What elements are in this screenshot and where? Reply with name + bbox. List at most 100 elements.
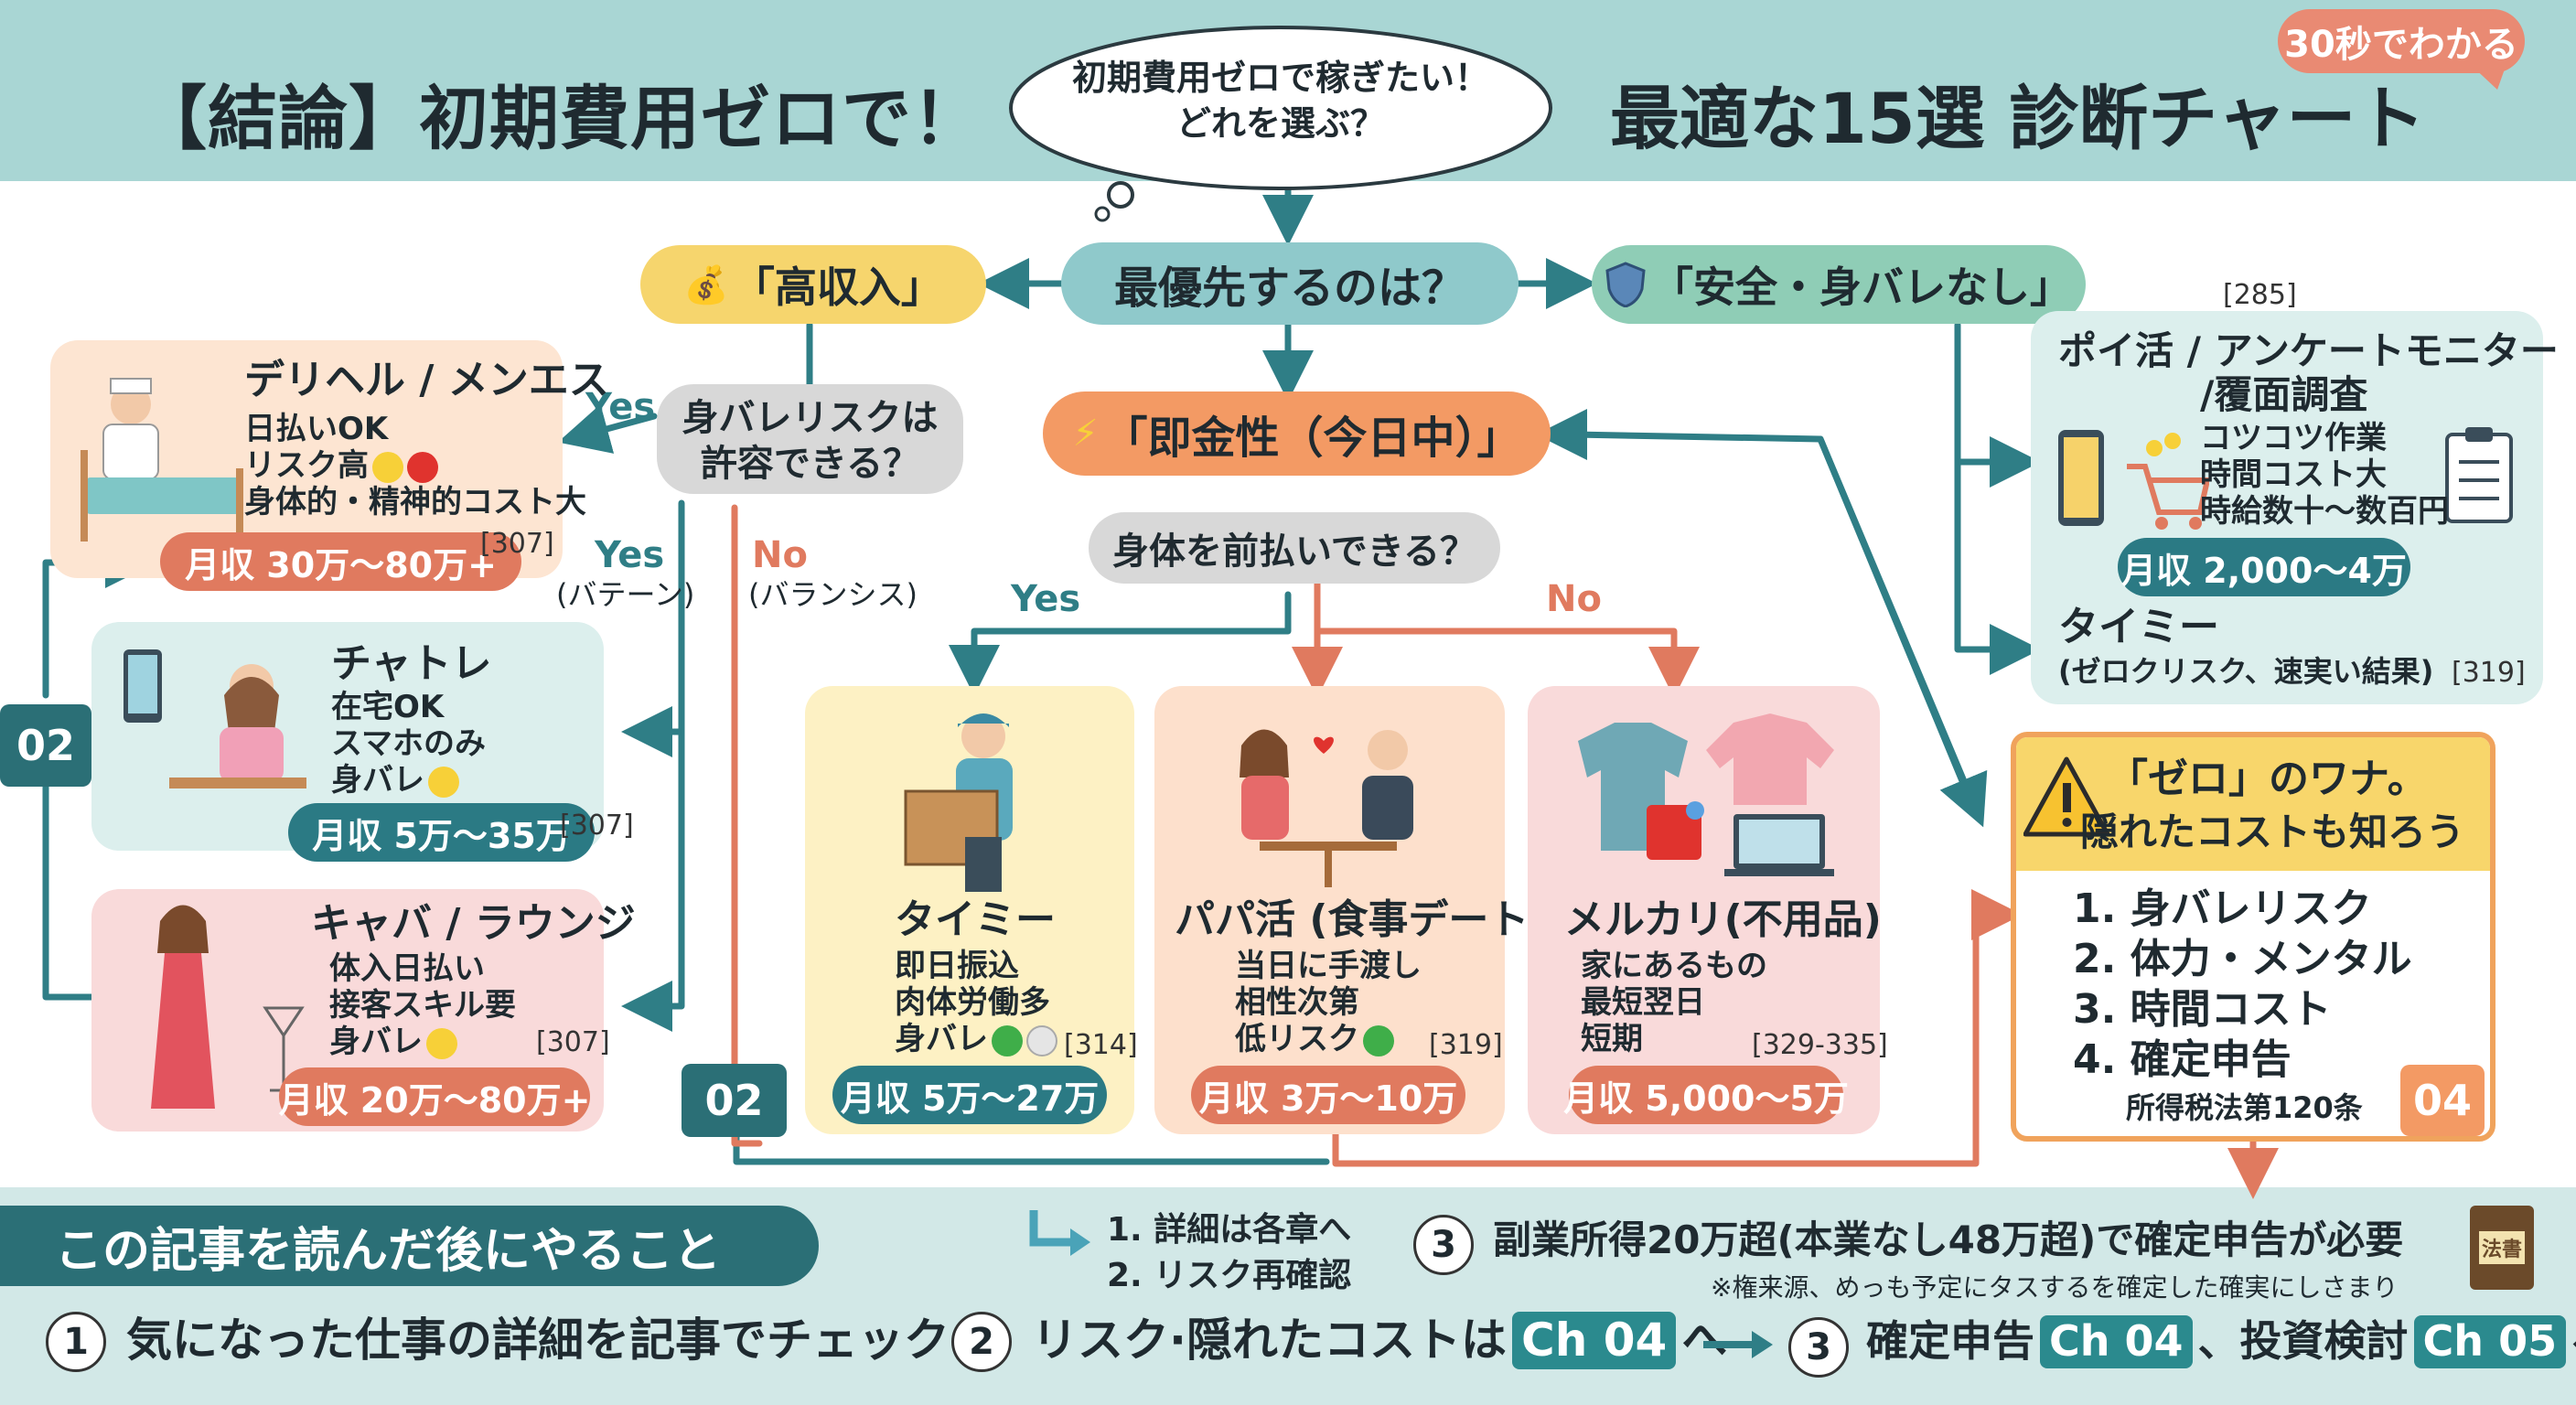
no-sub: (バランシス): [748, 577, 918, 612]
body-question-text: 身体を前払いできる？: [1112, 531, 1476, 573]
phone-cart-icon: [2058, 430, 2209, 530]
cabaret-ref: [307]: [536, 1026, 610, 1058]
card-cabaret: キャバ / ラウンジ 体入日払い 接客スキル要 身バレ 月収 20万〜80万+ …: [91, 889, 636, 1132]
safety-ref: [285]: [2223, 279, 2297, 311]
s1-number: 1: [46, 1312, 106, 1372]
thought-bubble-icon: [1009, 26, 1552, 222]
chatre-income: 月収 5万〜35万: [288, 803, 595, 862]
phone-woman-icon: [123, 649, 306, 788]
risk-question: 身バレリスクは 許容できる？: [657, 384, 963, 494]
warning-item4: 4. 確定申告: [2073, 1036, 2292, 1083]
timee-center-line3: 身バレ: [895, 1020, 1057, 1059]
footer-mini2: 2. リスク再確認: [1107, 1257, 1352, 1294]
header-title-right: 最適な15選 診断チャート: [1610, 78, 2426, 159]
card-poikatsu: ポイ活 / アンケートモニター /覆面調査 コツコツ作業 時間コスト大 時給数十…: [2031, 311, 2559, 704]
timee-center-ref: [314]: [1064, 1029, 1138, 1061]
instant-node: ⚡ 「即金性（今日中）」: [1043, 391, 1551, 476]
cabaret-line2: 接客スキル要: [329, 987, 516, 1024]
mercari-ref: [329-335]: [1752, 1029, 1888, 1061]
s3-chapter-link-1[interactable]: Ch 04: [2040, 1315, 2193, 1368]
timee-right-sub: (ゼロクリスク、速実い結果): [2058, 654, 2434, 689]
papakatsu-line3: 低リスク: [1235, 1020, 1394, 1059]
warning-badge[interactable]: 04: [2400, 1065, 2485, 1136]
warning-icon: [2023, 756, 2110, 837]
footer-mini1: 1. 詳細は各章へ: [1107, 1211, 1352, 1249]
mercari-title: メルカリ(不用品): [1564, 896, 1882, 943]
dress-woman-icon: [151, 905, 305, 1109]
risk-question-line1: 身バレリスクは: [682, 397, 939, 439]
risk-green-dot: [992, 1024, 1023, 1056]
poikatsu-line3: 時給数十〜数百円: [2200, 493, 2449, 530]
card-papakatsu: パパ活 (食事デート) 当日に手渡し 相性次第 低リスク [319] 月収 3万…: [1154, 686, 1548, 1134]
yes-label: Yes: [595, 534, 665, 576]
footer-heading: この記事を読んだ後にやること: [0, 1206, 819, 1286]
mercari-line2: 最短翌日: [1581, 984, 1705, 1021]
dinner-date-icon: [1240, 729, 1413, 887]
warning-header: [2016, 737, 2490, 871]
deliheru-line3: 身体的・精神的コスト大: [244, 484, 586, 520]
nurse-bed-icon: [80, 378, 243, 542]
card-chatre: チャトレ 在宅OK スマホのみ 身バレ 月収 5万〜35万 [307]: [91, 622, 634, 862]
chatre-line3: 身バレ: [331, 761, 459, 800]
turn-arrow-icon: [1029, 1210, 1090, 1256]
risk-yellow-dot: [372, 451, 403, 483]
poikatsu-line1: コツコツ作業: [2200, 420, 2387, 456]
root-question: 最優先するのは？: [1061, 242, 1519, 325]
header-title-left: 【結論】初期費用ゼロで！: [137, 78, 982, 159]
mercari-items-icon: [1578, 713, 1834, 876]
high-income-text: 「高収入」: [732, 263, 943, 312]
thought-line-1: 初期費用ゼロで稼ぎたい！: [1071, 58, 1489, 98]
risk-green-dot: [1363, 1024, 1394, 1056]
root-question-text: 最優先するのは？: [1113, 263, 1465, 314]
header-tag: 30秒でわかる: [2278, 9, 2525, 73]
warning-item3: 3. 時間コスト: [2073, 986, 2332, 1033]
no-label: No: [752, 534, 808, 576]
book-icon: 法書: [2470, 1206, 2534, 1290]
footer-heading-text: この記事を読んだ後にやること: [55, 1223, 722, 1279]
s2-number: 2: [951, 1312, 1012, 1372]
risk-grey-dot: [1026, 1024, 1057, 1056]
deliheru-line2: リスク高: [244, 446, 438, 486]
poikatsu-line2: 時間コスト大: [2200, 456, 2387, 493]
timee-right-title: タイミー: [2058, 604, 2219, 650]
safety-text: 「安全・身バレなし」: [1651, 263, 2072, 312]
mercari-line3: 短期: [1581, 1021, 1643, 1057]
high-income-node: 💰 「高収入」: [640, 245, 986, 324]
card-deliheru: デリヘル / メンエス 日払いOK リスク高 身体的・精神的コスト大 月収 30…: [50, 340, 609, 591]
book-label: 法書: [2478, 1231, 2525, 1264]
cabaret-line1: 体入日払い: [329, 950, 485, 987]
cabaret-line3: 身バレ: [329, 1023, 457, 1062]
yes-sub: (バテーン): [556, 577, 695, 612]
poikatsu-title2: /覆面調査: [2200, 372, 2368, 417]
papakatsu-income: 月収 3万〜10万: [1191, 1066, 1465, 1124]
timee-center-line1: 即日振込: [895, 948, 1019, 984]
deliheru-income: 月収 30万〜80万+: [160, 532, 521, 591]
shield-icon: [1605, 262, 1646, 307]
warning-item1: 1. 身バレリスク: [2073, 885, 2372, 932]
papakatsu-line2: 相性次第: [1235, 984, 1359, 1021]
risk-red-dot: [407, 451, 438, 483]
deliheru-title: デリヘル / メンエス: [244, 357, 609, 403]
s3-number: 3: [1788, 1317, 1849, 1378]
chapter-badge-left[interactable]: 02: [0, 704, 91, 787]
chatre-title: チャトレ: [331, 640, 492, 687]
lightning-icon: ⚡: [1072, 413, 1099, 455]
chapter-badge-bottom[interactable]: 02: [682, 1064, 787, 1137]
poikatsu-title1: ポイ活 / アンケートモニター: [2058, 328, 2559, 373]
s1-text[interactable]: 気になった仕事の詳細を記事でチェック: [126, 1314, 950, 1367]
step3-text: 副業所得20万超(本業なし48万超)で確定申告が必要: [1493, 1217, 2404, 1262]
tag-pointer-icon: [2470, 64, 2506, 90]
chatre-line1: 在宅OK: [331, 689, 445, 725]
s3-chapter-link-2[interactable]: Ch 05: [2413, 1315, 2567, 1368]
card-timee-center: タイミー 即日振込 肉体労働多 身バレ [314] 月収 5万〜27万: [805, 686, 1138, 1134]
warning-item2: 2. 体力・メンタル: [2073, 936, 2412, 982]
step3-number: 3: [1413, 1215, 1474, 1275]
warning-title2: 隠れたコストも知ろう: [2080, 810, 2465, 854]
risk-yellow-dot: [428, 766, 459, 798]
mercari-income: 月収 5,000〜5万: [1563, 1066, 1849, 1124]
money-bag-icon: 💰: [683, 263, 729, 306]
timee-center-line2: 肉体労働多: [895, 984, 1050, 1021]
timee-right-ref: [319]: [2452, 657, 2526, 689]
s2-chapter-link[interactable]: Ch 04: [1512, 1312, 1677, 1369]
